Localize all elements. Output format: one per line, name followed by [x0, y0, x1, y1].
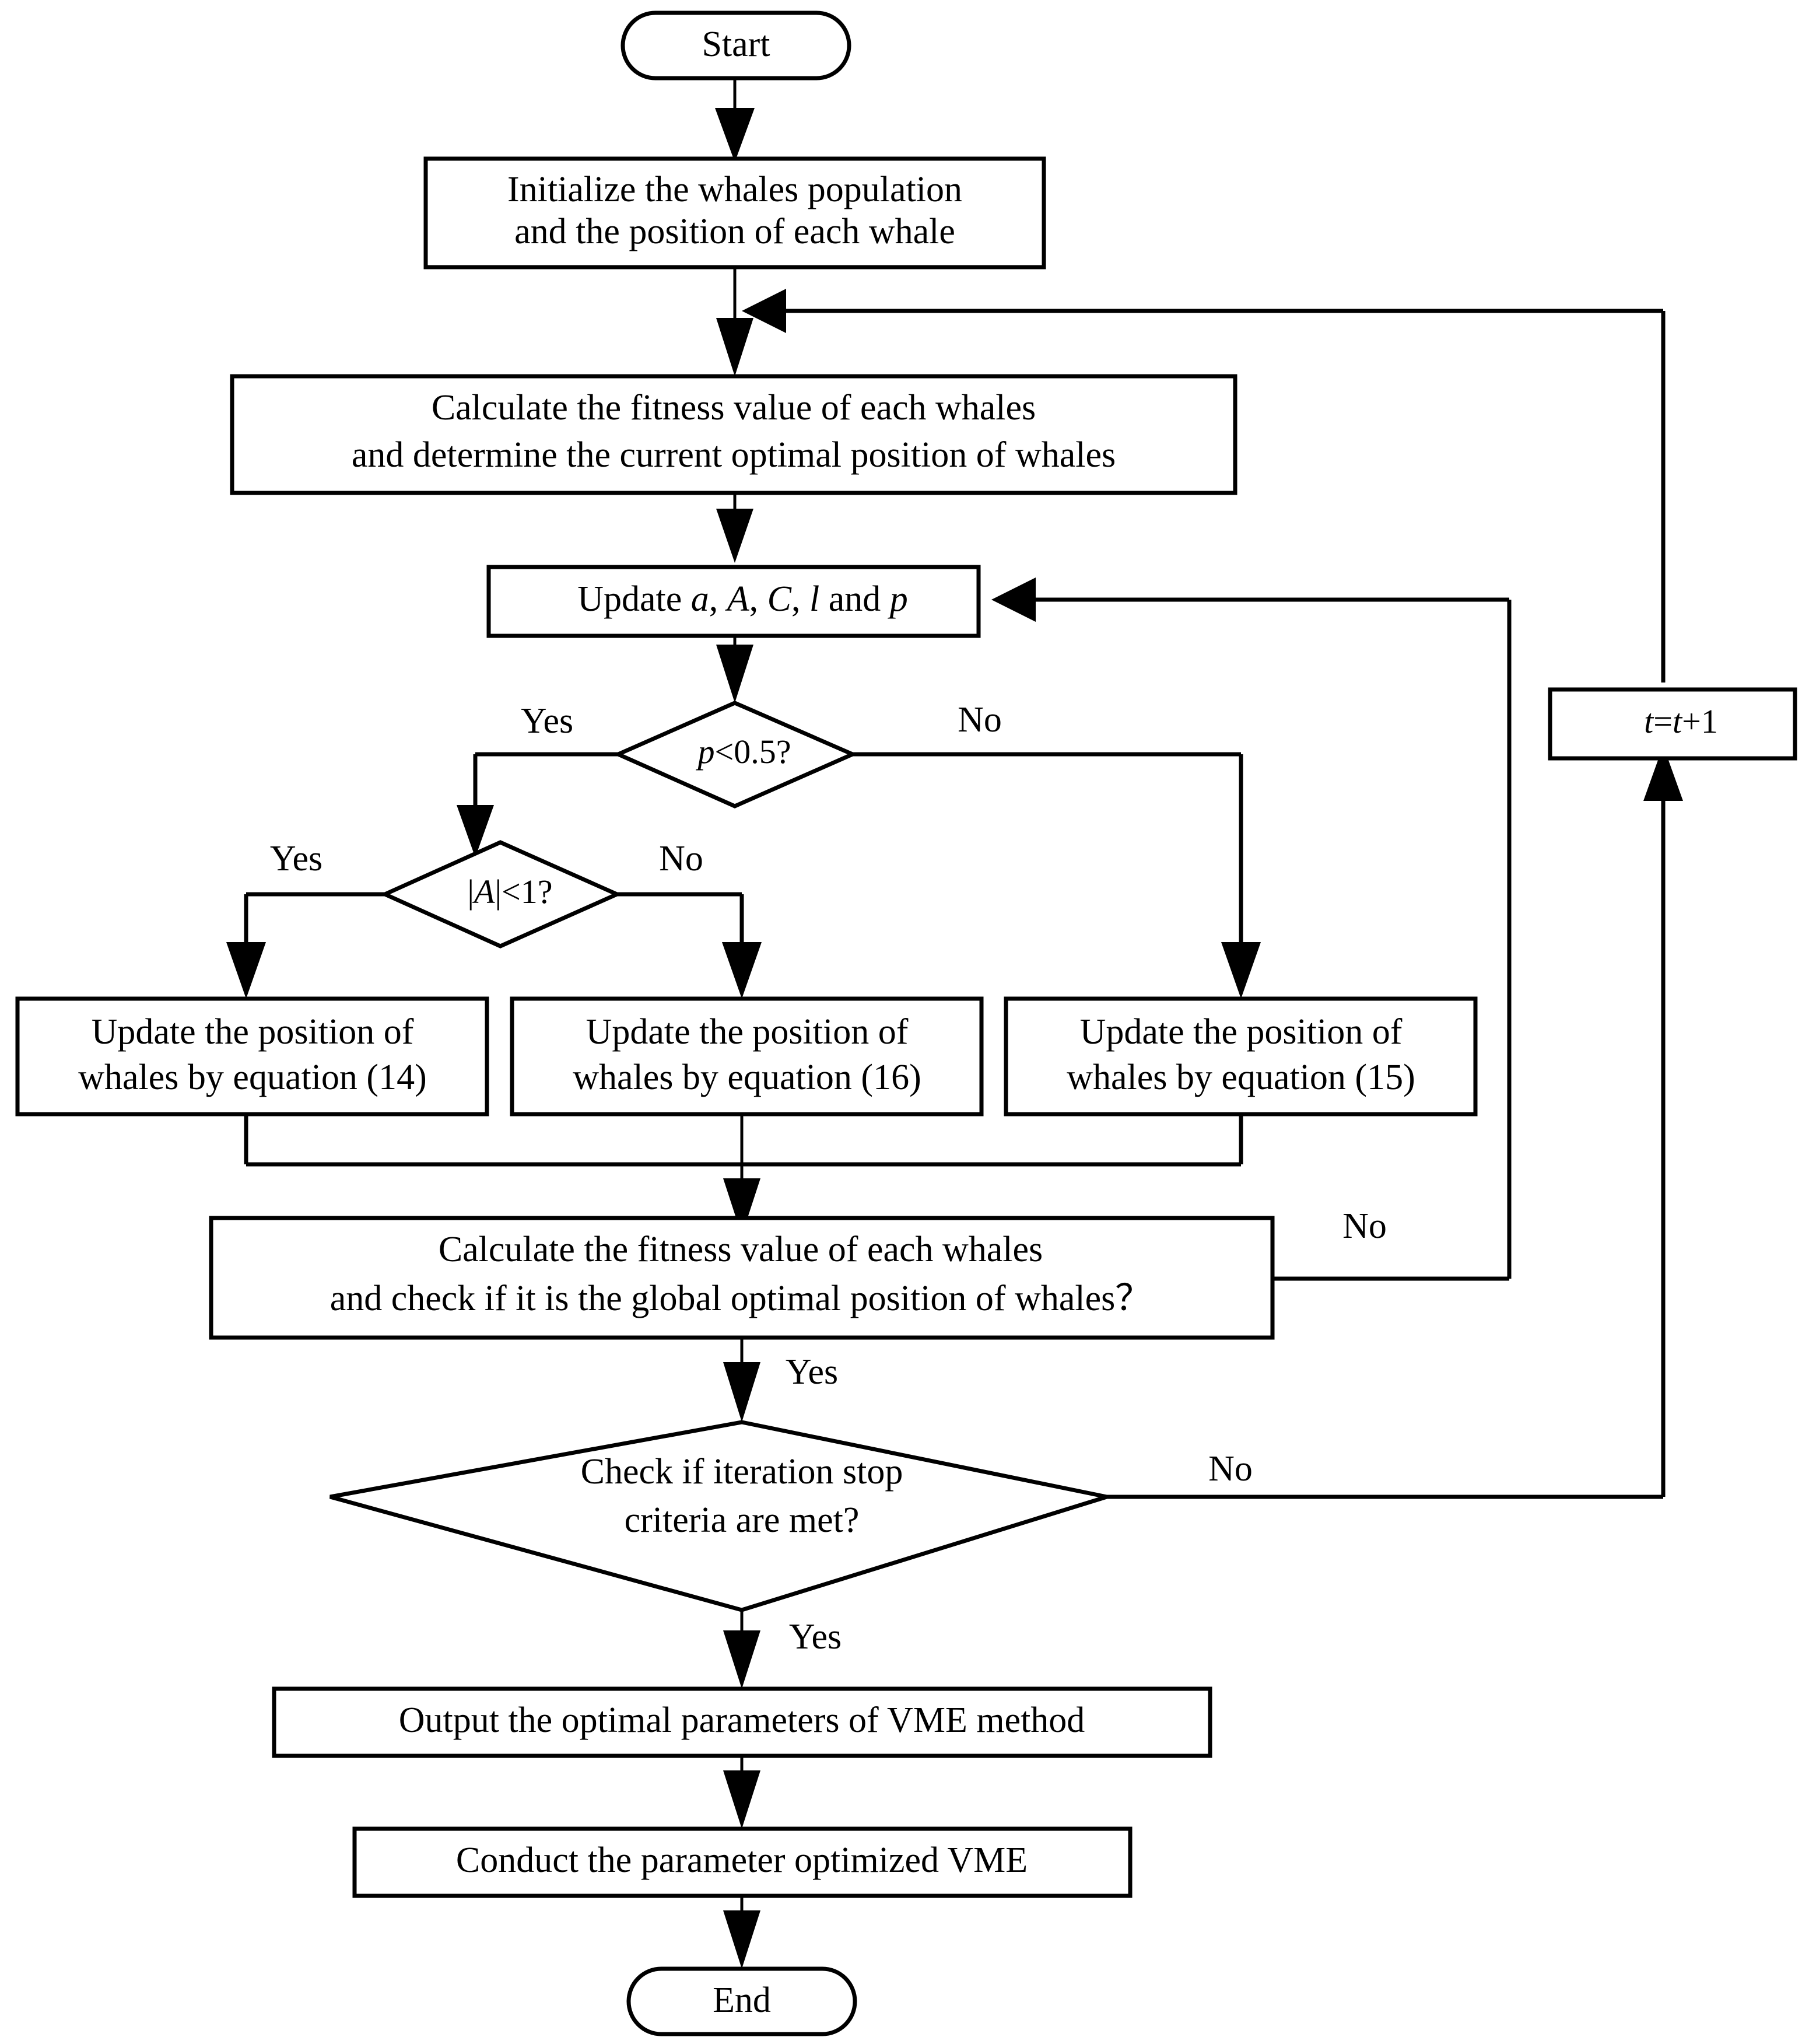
- node-update-eq15-line2: whales by equation (15): [1067, 1058, 1415, 1097]
- node-update-eq14-line1: Update the position of: [92, 1012, 414, 1052]
- edge-label-decision-a-yes: Yes: [270, 839, 322, 878]
- arrowhead-conduct-to-end: [723, 1910, 760, 1969]
- decision-p-var: p: [696, 733, 715, 771]
- node-decision-stop-line1: Check if iteration stop: [581, 1452, 903, 1492]
- node-conduct-vme-label: Conduct the parameter optimized VME: [456, 1840, 1028, 1880]
- node-update-params[interactable]: [486, 565, 981, 638]
- node-update-params-label: Update a, A, C, l and p: [514, 579, 953, 619]
- node-end[interactable]: [626, 1966, 857, 2036]
- update-params-var-a: a: [691, 579, 709, 619]
- node-calc-fitness-2-line2: and check if it is the global optimal po…: [330, 1279, 1152, 1318]
- node-start[interactable]: [620, 10, 851, 80]
- update-params-var-A: A: [725, 579, 750, 619]
- decision-p-rest: <0.5?: [715, 733, 791, 771]
- decision-a-pre: |: [467, 873, 474, 911]
- node-update-eq14-line2: whales by equation (14): [78, 1058, 426, 1097]
- node-calc-fitness-1-line1: Calculate the fitness value of each whal…: [432, 388, 1036, 428]
- arrowhead-merge-to-calc2: [723, 1178, 760, 1236]
- node-decision-p[interactable]: [613, 701, 858, 808]
- node-initialize-line1: Initialize the whales population: [507, 170, 962, 209]
- update-params-var-p: p: [888, 579, 908, 619]
- update-params-sep1: ,: [709, 579, 727, 619]
- arrowhead-output-to-conduct: [723, 1770, 760, 1829]
- node-decision-stop-line2: criteria are met?: [625, 1500, 860, 1540]
- increment-t-var2: t: [1673, 702, 1683, 740]
- decision-a-rest: |<1?: [495, 873, 552, 911]
- update-params-var-C: C: [767, 579, 792, 619]
- node-conduct-vme[interactable]: [352, 1826, 1133, 1898]
- update-params-prefix: Update: [577, 579, 691, 619]
- node-decision-stop[interactable]: [329, 1420, 1108, 1612]
- node-update-eq16[interactable]: [510, 996, 984, 1116]
- arrowhead-decision-stop-no-into-t: [1643, 746, 1683, 801]
- update-params-var-l: l: [809, 579, 819, 619]
- arrowhead-update-params-to-decision-p: [716, 645, 753, 703]
- edge-label-decision-stop-yes: Yes: [789, 1617, 842, 1657]
- node-update-eq16-line2: whales by equation (16): [573, 1058, 921, 1097]
- node-end-label: End: [713, 1980, 771, 2020]
- arrowhead-decision-stop-yes: [723, 1630, 760, 1689]
- increment-t-eq: =: [1653, 702, 1673, 740]
- node-increment-t-label: t=t+1: [1585, 702, 1761, 740]
- arrowhead-junction-to-calc1: [716, 318, 753, 376]
- edge-label-calc2-no: No: [1342, 1206, 1387, 1246]
- edge-label-decision-p-no: No: [958, 700, 1002, 740]
- arrowhead-feedback-outer: [742, 289, 786, 333]
- node-output-params-label: Output the optimal parameters of VME met…: [399, 1700, 1085, 1740]
- update-params-sep2: ,: [749, 579, 767, 619]
- node-decision-a-label: |A|<1?: [408, 873, 595, 911]
- node-increment-t[interactable]: [1548, 687, 1797, 761]
- node-update-eq15-line1: Update the position of: [1080, 1012, 1403, 1052]
- arrowhead-start-to-initialize: [715, 108, 755, 162]
- node-output-params[interactable]: [272, 1686, 1212, 1758]
- node-initialize[interactable]: [423, 156, 1046, 270]
- edge-label-decision-stop-no: No: [1208, 1449, 1253, 1489]
- arrowhead-calc2-to-decision-stop: [723, 1362, 760, 1422]
- edge-label-decision-a-no: No: [659, 839, 703, 878]
- update-params-suffix: and: [819, 579, 890, 619]
- edge-label-calc2-yes: Yes: [786, 1352, 838, 1392]
- node-update-eq14[interactable]: [15, 996, 489, 1116]
- edge-label-decision-p-yes: Yes: [521, 701, 573, 741]
- node-decision-a[interactable]: [380, 840, 622, 949]
- node-start-label: Start: [702, 24, 770, 64]
- arrowhead-calc2-no-return: [991, 578, 1036, 622]
- increment-t-plus: +1: [1682, 702, 1718, 740]
- node-update-eq16-line1: Update the position of: [586, 1012, 909, 1052]
- decision-a-var: A: [472, 873, 495, 911]
- node-update-eq15[interactable]: [1004, 996, 1478, 1116]
- arrowhead-decision-p-yes: [457, 805, 494, 858]
- node-calc-fitness-1-line2: and determine the current optimal positi…: [352, 435, 1116, 475]
- arrowhead-decision-a-yes: [226, 942, 266, 999]
- arrowhead-calc1-to-update-params: [716, 509, 753, 563]
- node-initialize-line2: and the position of each whale: [514, 212, 955, 251]
- update-params-sep3: ,: [791, 579, 809, 619]
- arrowhead-decision-p-no: [1221, 942, 1261, 999]
- node-calc-fitness-1[interactable]: [230, 374, 1237, 495]
- arrowhead-decision-a-no: [722, 942, 762, 999]
- node-decision-p-label: p<0.5?: [639, 733, 833, 771]
- node-calc-fitness-2-line1: Calculate the fitness value of each whal…: [439, 1230, 1043, 1269]
- increment-t-var1: t: [1644, 702, 1654, 740]
- node-calc-fitness-2[interactable]: [209, 1216, 1275, 1340]
